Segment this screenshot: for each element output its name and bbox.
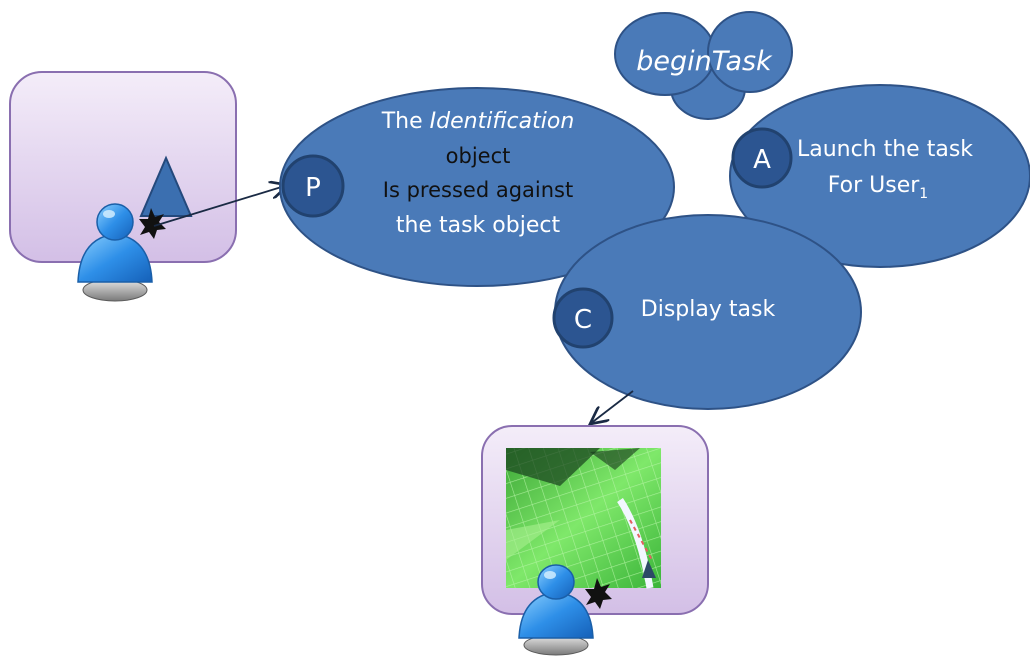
arrow-c-to-display <box>590 390 634 424</box>
left-device-box <box>9 71 237 263</box>
ellipse-a-line2: For User1 <box>828 173 928 202</box>
bottom-device-box <box>481 425 709 615</box>
left-user-icon <box>77 203 153 302</box>
ellipse-p-line4: the task object <box>396 213 561 238</box>
task-display-image <box>506 448 661 589</box>
contact-star-icon <box>139 208 166 239</box>
badge-a <box>731 127 793 189</box>
ellipse-p: P The Identification object Is pressed a… <box>279 87 675 287</box>
bottom-user-icon <box>518 564 594 656</box>
begin-task-cloud: beginTask <box>614 11 793 120</box>
ellipse-p-line2: object <box>446 144 511 168</box>
begin-task-label: beginTask <box>636 46 773 77</box>
ellipse-c-line1: Display task <box>641 297 776 322</box>
ellipse-a-line1: Launch the task <box>797 137 973 162</box>
contact-star-icon-bottom <box>585 578 612 609</box>
badge-c <box>552 287 614 349</box>
task-triangle-icon <box>139 155 193 217</box>
ellipse-c: C Display task <box>552 214 862 410</box>
badge-c-label: C <box>574 305 592 335</box>
badge-p-label: P <box>305 173 321 203</box>
badge-p <box>281 154 345 218</box>
ellipse-p-line3: Is pressed against <box>383 178 573 202</box>
ellipse-a: A Launch the task For User1 <box>729 84 1030 268</box>
ellipse-p-line1: The Identification <box>381 109 575 134</box>
badge-a-label: A <box>753 145 771 175</box>
arrow-left-to-p <box>153 185 288 227</box>
